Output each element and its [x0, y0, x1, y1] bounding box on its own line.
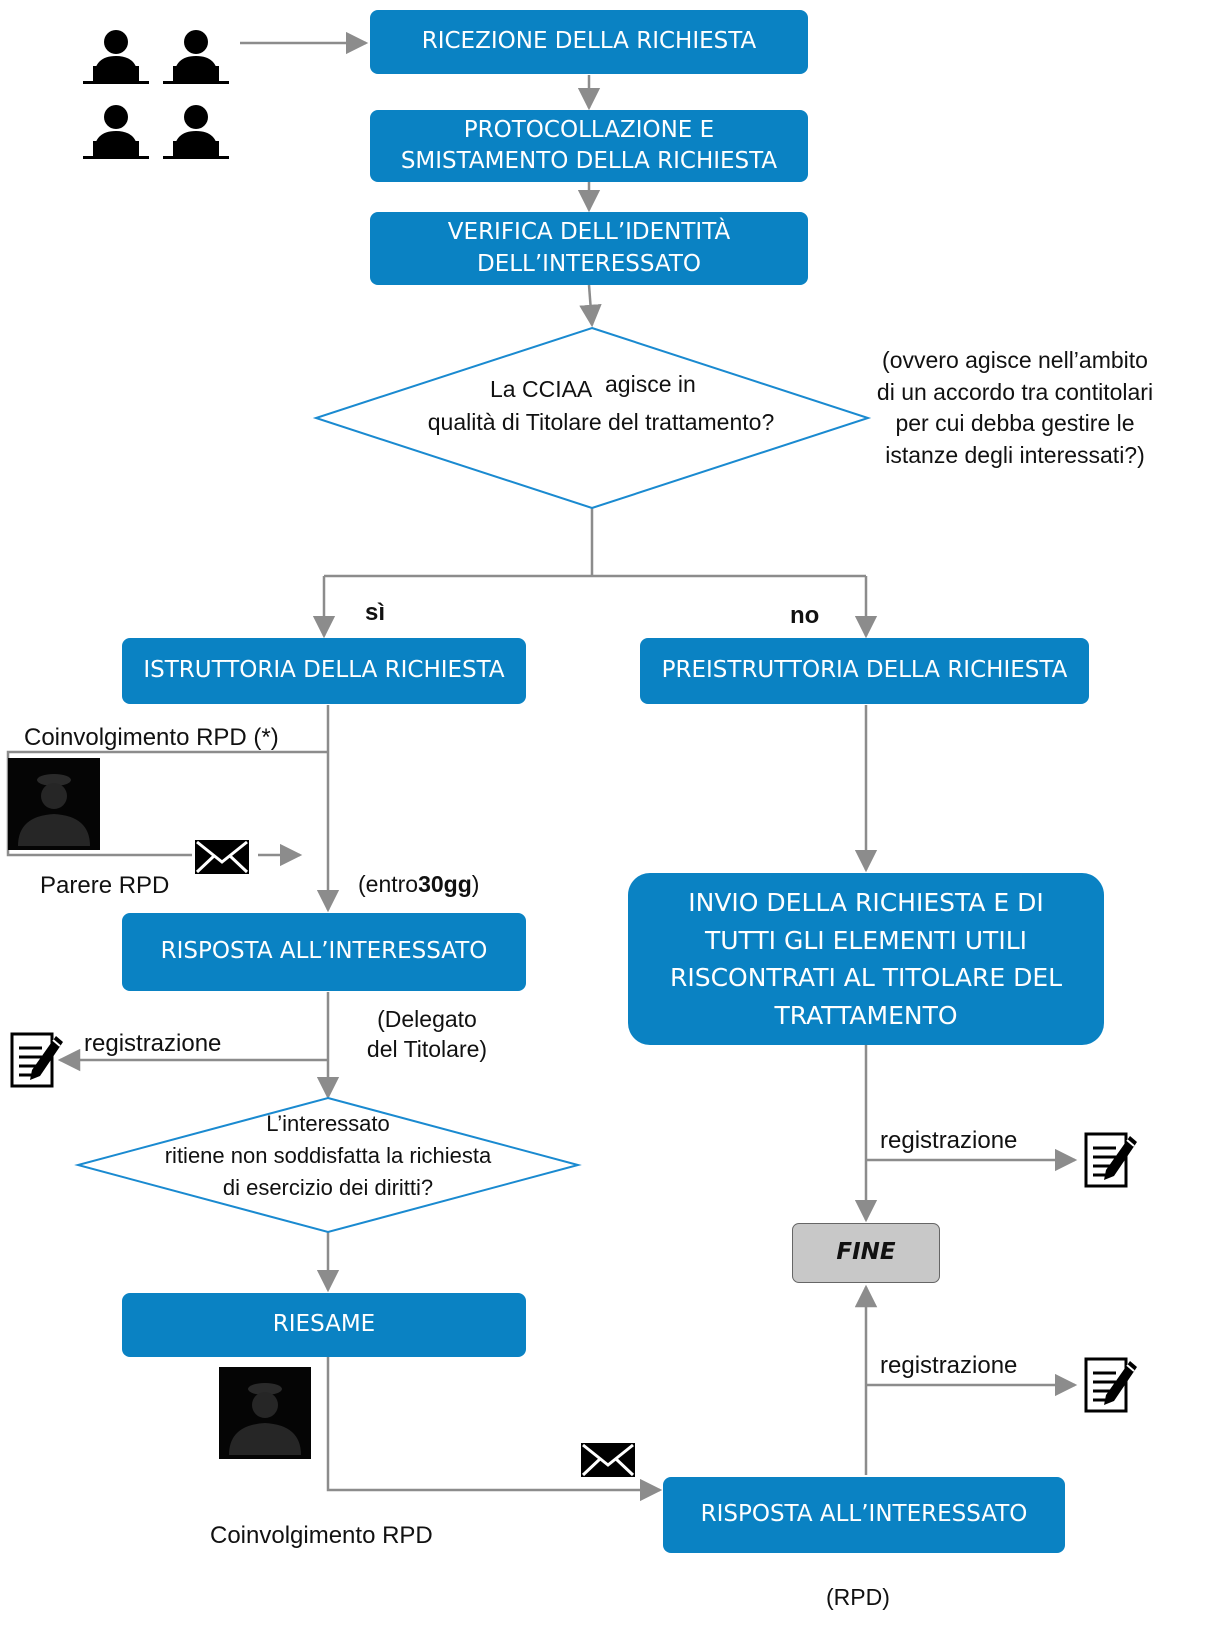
delegato-line2: del Titolare) [366, 1035, 488, 1062]
box-invio-line4: TRATTAMENTO [774, 1000, 958, 1030]
delegato-line1: (Delegato [377, 1006, 477, 1032]
box-istruttoria: ISTRUTTORIA DELLA RICHIESTA [122, 638, 526, 704]
box-risposta-left-label: RISPOSTA ALL’INTERESSATO [160, 938, 488, 965]
branch-no-label: no [790, 602, 820, 629]
box-verifica: VERIFICA DELL’IDENTITÀ DELL’INTERESSATO [370, 212, 808, 285]
label-registrazione-right-2: registrazione [880, 1352, 1018, 1379]
label-coinvolgimento-rpd-star: Coinvolgimento RPD (*) [24, 724, 279, 751]
decision-titolare-text-1a: La CCIAA [490, 376, 593, 402]
label-coinvolgimento-rpd: Coinvolgimento RPD [210, 1522, 433, 1549]
box-invio-line1: INVIO DELLA RICHIESTA E DI [688, 888, 1044, 917]
label-rpd: (RPD) [826, 1584, 890, 1610]
box-verifica-line1: VERIFICA DELL’IDENTITÀ [447, 219, 731, 246]
titolare-note-line1: (ovvero agisce nell’ambito [882, 347, 1148, 373]
decision-soddisfatta-text: L’interessato ritiene non soddisfatta la… [118, 1108, 538, 1204]
label-entro: (entro30gg) [358, 870, 479, 900]
box-protocollazione-line1: PROTOCOLLAZIONE E [463, 116, 715, 143]
soddisfatta-line1: L’interessato [266, 1111, 390, 1136]
label-delegato: (Delegato del Titolare) [352, 1005, 502, 1065]
titolare-note-line4: istanze degli interessati?) [885, 442, 1145, 469]
decision-soddisfatta [74, 1096, 582, 1234]
box-protocollazione-line2: SMISTAMENTO DELLA RICHIESTA [400, 148, 778, 174]
people-group-icon [83, 30, 229, 159]
box-preistruttoria-label: PREISTRUTTORIA DELLA RICHIESTA [661, 657, 1068, 684]
box-risposta-right: RISPOSTA ALL’INTERESSATO [663, 1477, 1065, 1553]
box-riesame-label: RIESAME [272, 1311, 376, 1338]
branch-yes-label: sì [365, 599, 386, 626]
document-pencil-icon [1084, 1357, 1139, 1413]
box-riesame: RIESAME [122, 1293, 526, 1357]
document-pencil-icon [10, 1032, 65, 1088]
label-registrazione-left: registrazione [84, 1030, 222, 1057]
box-istruttoria-label: ISTRUTTORIA DELLA RICHIESTA [143, 657, 505, 684]
box-verifica-line2: DELL’INTERESSATO [477, 250, 701, 277]
box-invio-line2: TUTTI GLI ELEMENTI UTILI [704, 925, 1028, 955]
label-parere-rpd: Parere RPD [40, 872, 170, 899]
decision-titolare [312, 326, 872, 510]
box-risposta-right-label: RISPOSTA ALL’INTERESSATO [700, 1501, 1028, 1528]
decision-titolare-text-2: qualità di Titolare del trattamento? [427, 409, 775, 435]
box-protocollazione: PROTOCOLLAZIONE E SMISTAMENTO DELLA RICH… [370, 110, 808, 182]
envelope-icon [193, 838, 251, 876]
box-fine: FINE [792, 1223, 940, 1283]
box-invio: INVIO DELLA RICHIESTA E DI TUTTI GLI ELE… [628, 873, 1104, 1045]
titolare-note-line3: per cui debba gestire le [895, 410, 1135, 437]
entro-value: 30gg [418, 871, 472, 897]
officer-avatar-icon [8, 758, 100, 850]
box-risposta-left: RISPOSTA ALL’INTERESSATO [122, 913, 526, 991]
decision-titolare-text-1b: agisce in [605, 371, 696, 397]
entro-suffix: ) [471, 871, 480, 897]
titolare-note-line2: di un accordo tra contitolari [876, 378, 1154, 405]
label-registrazione-right-1: registrazione [880, 1127, 1018, 1154]
box-ricezione: RICEZIONE DELLA RICHIESTA [370, 10, 808, 74]
connectors [6, 31, 1078, 1502]
box-ricezione-label: RICEZIONE DELLA RICHIESTA [421, 28, 757, 55]
officer-avatar-icon [219, 1367, 311, 1459]
decision-titolare-note: (ovvero agisce nell’ambito di un accordo… [845, 345, 1185, 472]
envelope-icon [579, 1441, 637, 1479]
document-pencil-icon [1084, 1132, 1139, 1188]
box-invio-line3: RISCONTRATI AL TITOLARE DEL [669, 963, 1063, 992]
soddisfatta-line3: di esercizio dei diritti? [222, 1174, 434, 1200]
box-preistruttoria: PREISTRUTTORIA DELLA RICHIESTA [640, 638, 1089, 704]
box-fine-label: FINE [836, 1239, 896, 1266]
soddisfatta-line2: ritiene non soddisfatta la richiesta [164, 1142, 492, 1168]
entro-prefix: (entro [358, 871, 419, 897]
